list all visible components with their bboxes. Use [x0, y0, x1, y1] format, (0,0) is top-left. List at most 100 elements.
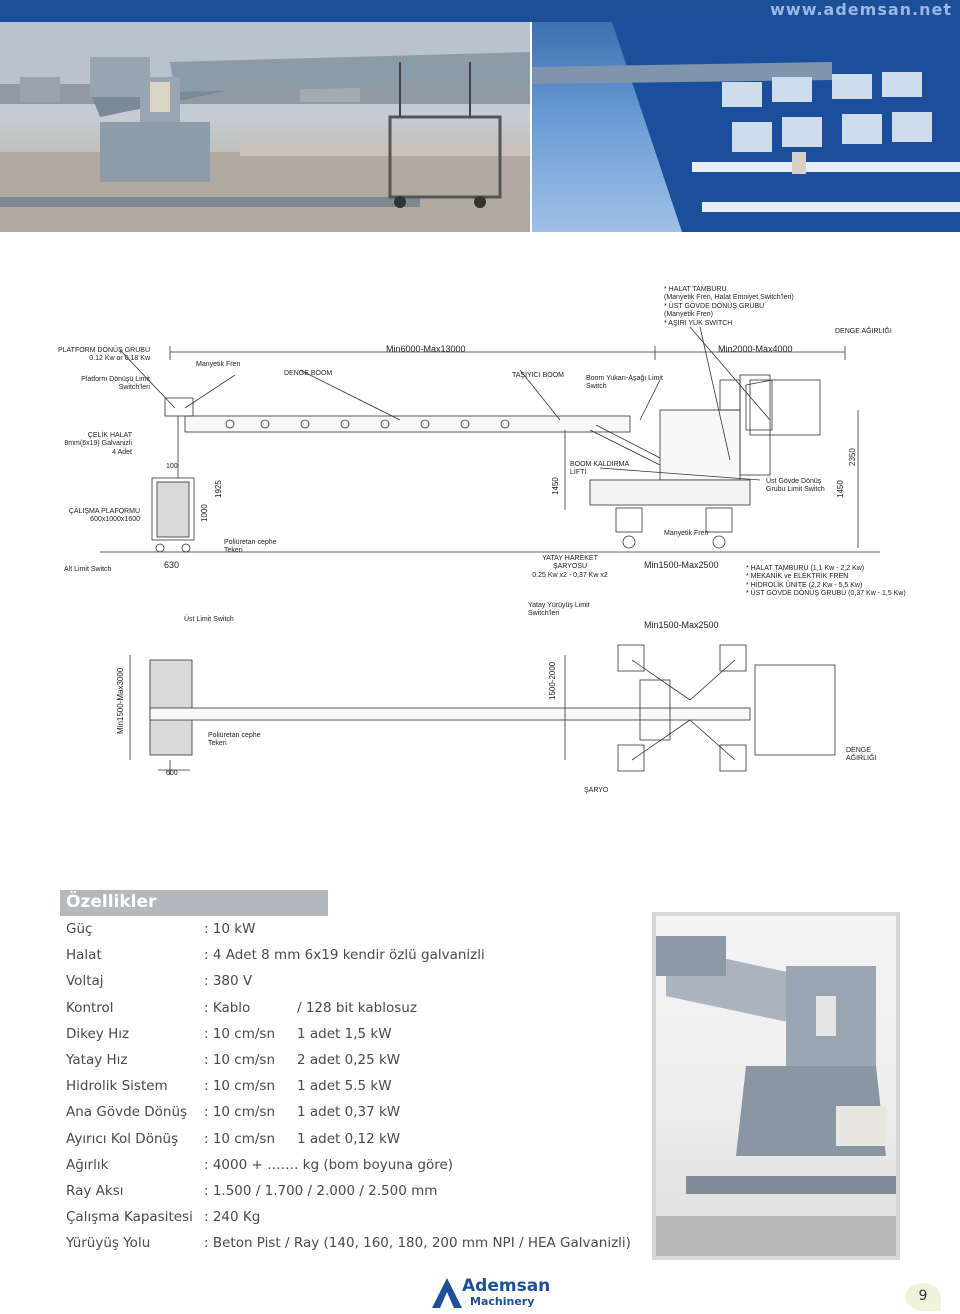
celik-halat-spec: 8mm(6x19) Galvanizli	[64, 440, 132, 448]
dim-1500-2000-label: 1500-2000	[548, 661, 557, 700]
note-manyetik-fren: (Manyetik Fren)	[664, 311, 714, 319]
dim-100-label: 100	[166, 463, 178, 470]
denge-agirligi-top-label: DENGE AĞIRLIĞI	[835, 328, 892, 335]
calisma-plaformu-size: 600x1000x1600	[90, 516, 140, 524]
tasiyici-boom-label: TAŞIYICI BOOM	[512, 372, 564, 379]
boom-kaldirma-label: BOOM KALDIRMA	[570, 461, 630, 468]
ademsan-a-icon	[432, 1278, 462, 1308]
spec-value: 1 adet 5.5 kW	[297, 1078, 392, 1095]
spec-key: Ayırıcı Kol Dönüş	[66, 1130, 179, 1147]
ust-govde-donus-sub: Grubu Limit Switch	[766, 486, 825, 494]
yatay-hareket-sub: ŞARYOSU	[552, 563, 588, 571]
spec-key: Ray Aksı	[66, 1182, 124, 1199]
spec-value: 1 adet 0,37 kW	[297, 1104, 401, 1121]
spec-value: : 4000 + ……. kg (bom boyuna göre)	[204, 1156, 454, 1173]
spec-value: 2 adet 0,25 kW	[297, 1051, 401, 1068]
building-facade-photo	[532, 22, 960, 232]
celik-halat-count: 4 Adet	[112, 448, 132, 456]
denge-boom-label: DENGE BOOM	[284, 370, 333, 377]
ust-govde-donus-label: Üst Gövde Dönüş	[766, 478, 822, 485]
spec-value: : 10 cm/sn	[204, 1025, 276, 1042]
note-ust-govde: * ÜST GÖVDE DÖNÜŞ GRUBU	[664, 302, 765, 310]
spec-key: Dikey Hız	[66, 1025, 130, 1042]
dim-1450-b-label: 1450	[836, 480, 845, 498]
yatay-yuruyus-sub: Switch'leri	[528, 610, 560, 618]
spec-key: Halat	[66, 947, 102, 964]
spec-key: Ana Gövde Dönüş	[66, 1104, 188, 1121]
dim-min2000-label: Min2000-Max4000	[718, 344, 793, 354]
crane-technical-drawing: * HALAT TAMBURU (Manyetik Fren, Halat Em…	[0, 280, 960, 800]
right-note-1: * HALAT TAMBURU (1,1 Kw - 2,2 Kw)	[746, 565, 865, 572]
alt-limit-label: Alt Limit Switch	[64, 566, 112, 573]
spec-row: Dikey Hız : 10 cm/sn 1 adet 1,5 kW	[66, 1022, 626, 1048]
spec-value: : Beton Pist / Ray (140, 160, 180, 200 m…	[204, 1235, 631, 1252]
poliuretan-bottom-sub: Tekeri	[208, 740, 227, 748]
spec-value: : 1.500 / 1.700 / 2.000 / 2.500 mm	[204, 1182, 438, 1199]
spec-value: : Kablo	[204, 999, 251, 1016]
spec-row: Halat : 4 Adet 8 mm 6x19 kendir özlü galv…	[66, 943, 626, 969]
dim-1925-label: 1925	[214, 480, 223, 498]
spec-value: : 380 V	[204, 973, 253, 990]
spec-value: : 10 cm/sn	[204, 1130, 276, 1147]
brand-sub: Machinery	[470, 1295, 535, 1308]
spec-row: Ayırıcı Kol Dönüş : 10 cm/sn 1 adet 0,12 k…	[66, 1127, 626, 1153]
spec-row: Voltaj : 380 V	[66, 969, 626, 995]
celik-halat-label: ÇELİK HALAT	[87, 432, 132, 439]
yatay-hareket-label: YATAY HAREKET	[542, 555, 598, 562]
dim-600-label: 600	[166, 770, 178, 777]
right-note-4: * ÜST GÖVDE DÖNÜŞ GRUBU (0,37 Kw - 1,5 K…	[746, 590, 906, 598]
spec-row: Güç : 10 kW	[66, 917, 626, 943]
spec-key: Ağırlık	[66, 1156, 109, 1173]
spec-value: : 10 kW	[204, 921, 256, 937]
spec-row: Kontrol: Kablo/ 128 bit kablosuz	[66, 996, 626, 1022]
brand-name: Ademsan	[462, 1276, 551, 1296]
specs-list: Güç : 10 kW Halat : 4 Adet 8 mm 6x19 kendir…	[66, 917, 631, 1257]
platform-donus-kw: 0.12 Kw or 0,18 Kw	[89, 355, 150, 363]
saryo-label: ŞARYO	[584, 787, 609, 794]
manyetik-fren-mid-label: Manyetik Fren	[664, 530, 709, 537]
spec-value: 1 adet 1,5 kW	[297, 1025, 392, 1042]
roof-crane-photo	[0, 22, 530, 232]
specs-title-bar: Özellikler	[60, 890, 328, 916]
spec-key: Kontrol	[66, 999, 114, 1016]
spec-value: 1 adet 0,12 kW	[297, 1130, 401, 1147]
denge-agirligi-bottom-label: DENGE	[846, 747, 871, 754]
boom-yukari-label: Boom Yukarı-Aşağı Limit	[586, 375, 663, 382]
platform-donus-label: PLATFORM DÖNÜŞ GRUBU	[57, 347, 150, 354]
spec-key: Hidrolik Sistem	[66, 1078, 168, 1095]
spec-key: Çalışma Kapasitesi	[66, 1209, 193, 1226]
dim-2350-label: 2350	[848, 448, 857, 466]
spec-row: Ağırlık : 4000 + ……. kg (bom boyuna göre)	[66, 1153, 626, 1179]
yatay-yuruyus-label: Yatay Yürüyüş Limit	[528, 602, 590, 609]
spec-value: : 4 Adet 8 mm 6x19 kendir özlü galvanizl…	[204, 947, 485, 964]
dim-630-label: 630	[164, 560, 180, 570]
page-number: 9	[918, 1288, 928, 1304]
spec-key: Güç	[66, 921, 93, 937]
dim-min6000-label: Min6000-Max13000	[386, 344, 466, 354]
page-number-badge: 9	[905, 1283, 941, 1311]
website-url[interactable]: www.ademsan.net	[770, 0, 952, 19]
spec-value: : 240 Kg	[204, 1209, 261, 1226]
platform-donus-limit-label: Platform Dönüşü Limit	[81, 376, 150, 383]
right-note-3: * HİDROLİK ÜNİTE (2,2 Kw - 5,5 Kw)	[746, 581, 863, 589]
dim-1000-label: 1000	[200, 504, 209, 522]
crane-closeup-photo	[652, 912, 900, 1260]
dim-min1500-side-label: Min1500-Max3000	[116, 667, 125, 734]
spec-key: Yatay Hız	[66, 1051, 128, 1068]
poliuretan-top-label: Poliüretan cephe	[224, 539, 277, 546]
right-note-2: * MEKANİK ve ELEKTRİK FREN	[746, 573, 849, 581]
spec-key: Voltaj	[66, 973, 104, 990]
platform-donus-limit-sub: Switch'leri	[118, 384, 150, 392]
boom-yukari-sub: Switch	[586, 383, 607, 391]
dim-min1500-a-label: Min1500-Max2500	[644, 560, 719, 570]
specs-title: Özellikler	[66, 892, 157, 912]
poliuretan-bottom-label: Poliüretan cephe	[208, 732, 261, 739]
spec-value: : 10 cm/sn	[204, 1104, 276, 1121]
denge-agirligi-bottom-sub: AĞIRLIĞI	[846, 755, 877, 763]
ademsan-logo[interactable]: Ademsan Machinery	[432, 1276, 550, 1310]
manyetik-fren-left-label: Manyetik Fren	[196, 361, 241, 368]
dim-min1500-b-label: Min1500-Max2500	[644, 620, 719, 630]
spec-row: Çalışma Kapasitesi : 240 Kg	[66, 1205, 626, 1231]
